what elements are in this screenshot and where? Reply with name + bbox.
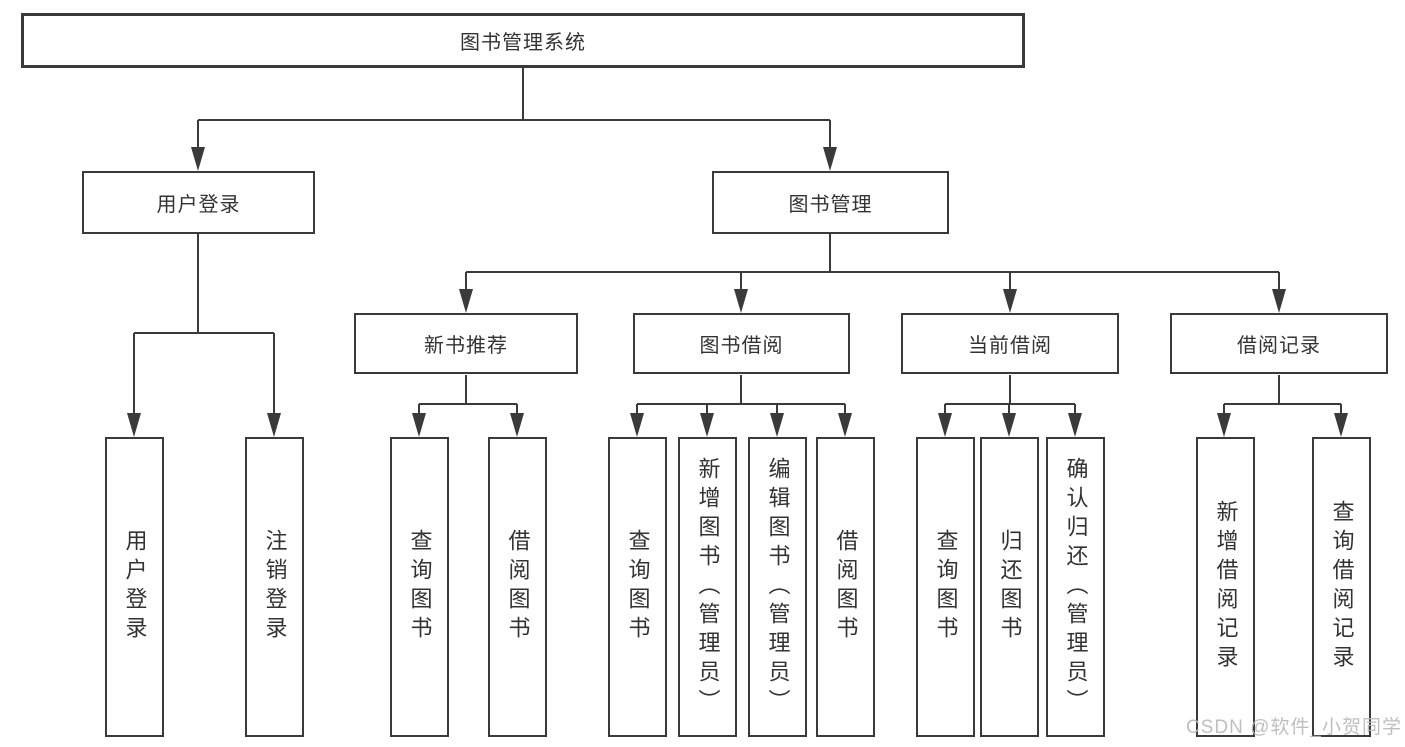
arrowhead-icon xyxy=(770,413,784,437)
connector-root-to-level2 xyxy=(197,68,831,148)
arrowhead-icon xyxy=(1272,289,1286,313)
node-book-management-system: 图书管理系统 xyxy=(21,13,1025,68)
arrowhead-icon xyxy=(838,413,852,437)
leaf-return-books: 归还图书 xyxy=(980,437,1039,737)
leaf-borrow-books-1: 借阅图书 xyxy=(488,437,547,737)
node-new-book-recommend: 新书推荐 xyxy=(354,313,578,374)
leaf-user-login: 用户登录 xyxy=(105,437,164,737)
connector-borrowing-records-to-leaves xyxy=(1223,375,1342,414)
arrowhead-icon xyxy=(938,413,952,437)
arrowhead-icon xyxy=(823,147,837,171)
connector-new-book-recommend-to-leaves xyxy=(418,375,518,414)
arrowhead-icon xyxy=(459,289,473,313)
arrowhead-icon xyxy=(1002,413,1016,437)
watermark: CSDN @软件_小贺同学 xyxy=(1186,717,1402,738)
leaf-query-books-3: 查询图书 xyxy=(916,437,975,737)
arrowhead-icon xyxy=(510,413,524,437)
node-user-login: 用户登录 xyxy=(82,171,315,234)
node-current-borrowing: 当前借阅 xyxy=(901,313,1119,374)
connector-current-borrowing-to-leaves xyxy=(944,375,1076,414)
leaf-add-borrow-record: 新增借阅记录 xyxy=(1196,437,1255,737)
arrowhead-icon xyxy=(1068,413,1082,437)
connector-book-management-to-level3 xyxy=(465,234,1280,290)
leaf-logout: 注销登录 xyxy=(245,437,304,737)
leaf-confirm-return-admin: 确认归还（管理员） xyxy=(1046,437,1105,737)
arrowhead-icon xyxy=(191,147,205,171)
leaf-query-borrow-record: 查询借阅记录 xyxy=(1312,437,1371,737)
connector-book-borrowing-to-leaves xyxy=(636,375,846,414)
arrowhead-icon xyxy=(700,413,714,437)
arrowheads xyxy=(127,147,1348,437)
node-book-management: 图书管理 xyxy=(712,171,949,234)
arrowhead-icon xyxy=(1217,413,1231,437)
node-borrowing-records: 借阅记录 xyxy=(1170,313,1388,374)
leaf-edit-books-admin: 编辑图书（管理员） xyxy=(748,437,807,737)
arrowhead-icon xyxy=(1003,289,1017,313)
leaf-add-books-admin: 新增图书（管理员） xyxy=(678,437,737,737)
connector-user-login-to-leaves xyxy=(133,234,275,414)
leaf-query-books-1: 查询图书 xyxy=(390,437,449,737)
arrowhead-icon xyxy=(734,289,748,313)
arrowhead-icon xyxy=(412,413,426,437)
connector-lines xyxy=(133,68,1342,414)
leaf-borrow-books-2: 借阅图书 xyxy=(816,437,875,737)
leaf-query-books-2: 查询图书 xyxy=(608,437,667,737)
arrowhead-icon xyxy=(127,413,141,437)
arrowhead-icon xyxy=(1334,413,1348,437)
node-book-borrowing: 图书借阅 xyxy=(633,313,850,374)
arrowhead-icon xyxy=(630,413,644,437)
arrowhead-icon xyxy=(267,413,281,437)
